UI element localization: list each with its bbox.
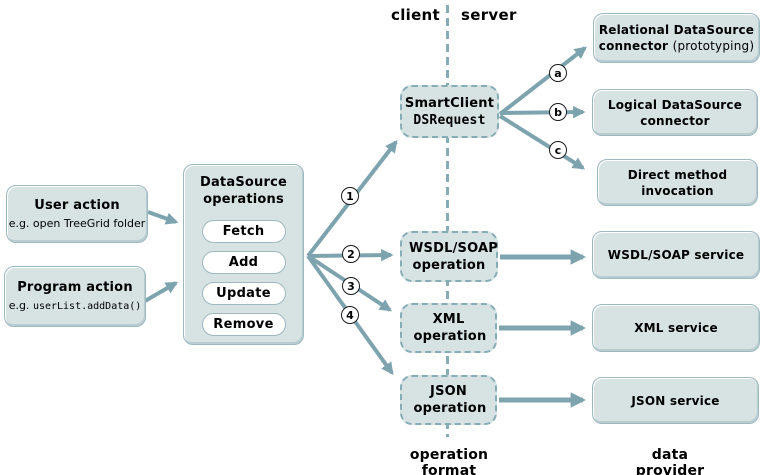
badge-4: 4 xyxy=(341,306,359,324)
server-label: server xyxy=(461,6,517,24)
wsdl-soap-service-label: WSDL/SOAP service xyxy=(607,248,745,262)
json-service-label: JSON service xyxy=(631,393,720,408)
relational-datasource-connector-bold: Relational DataSource connector xyxy=(598,23,755,53)
direct-method-invocation-box: Direct method invocation xyxy=(597,159,758,206)
program-action-example-prefix: e.g. xyxy=(8,299,30,312)
program-action-title: Program action xyxy=(17,280,133,295)
fetch-operation-pill: Fetch xyxy=(201,220,286,243)
smartclient-dsrequest-box: SmartClient DSRequest xyxy=(400,85,499,138)
user-action-example: e.g. open TreeGrid folder xyxy=(8,217,146,230)
client-label: client xyxy=(391,6,440,24)
arrow-b-to-logical-connector xyxy=(499,105,586,119)
logical-datasource-connector-box: Logical DataSource connector xyxy=(592,89,758,136)
badge-c: c xyxy=(549,141,567,159)
badge-3: 3 xyxy=(342,277,360,295)
smartclient-title: SmartClient xyxy=(404,95,495,111)
xml-operation-box: XML operation xyxy=(400,303,497,353)
operation-format-label: operation format xyxy=(409,447,489,475)
wsdl-soap-service-box: WSDL/SOAP service xyxy=(592,231,760,279)
data-provider-label: data provider xyxy=(635,447,705,475)
json-operation-label: JSON operation xyxy=(413,384,487,416)
badge-1: 1 xyxy=(341,187,359,205)
arrow-user-action xyxy=(147,210,179,225)
user-action-title: User action xyxy=(34,198,120,213)
program-action-example-code: userList.addData() xyxy=(32,301,142,312)
xml-service-label: XML service xyxy=(634,321,718,335)
program-action-example: e.g. userList.addData() xyxy=(9,299,142,314)
json-operation-box: JSON operation xyxy=(400,375,497,425)
program-action-box: Program action e.g. userList.addData() xyxy=(4,266,146,327)
badge-b: b xyxy=(549,103,567,121)
arrow-c-to-direct-method xyxy=(498,114,586,170)
badge-a: a xyxy=(549,64,567,82)
direct-method-invocation-label: Direct method invocation xyxy=(627,167,728,198)
datasource-operations-title: DataSource operations xyxy=(199,175,288,207)
update-operation-pill: Update xyxy=(201,282,286,305)
logical-datasource-connector-label: Logical DataSource connector xyxy=(607,97,743,128)
add-operation-pill: Add xyxy=(201,251,286,274)
badge-2: 2 xyxy=(342,245,360,263)
json-service-box: JSON service xyxy=(592,377,759,424)
arrow-program-action xyxy=(143,281,179,303)
datasource-operations-box: DataSource operations Fetch Add Update R… xyxy=(183,164,304,345)
remove-operation-pill: Remove xyxy=(201,313,286,336)
user-action-box: User action e.g. open TreeGrid folder xyxy=(6,185,148,243)
wsdl-soap-operation-label: WSDL/SOAP operation xyxy=(409,240,498,273)
relational-datasource-connector-label: Relational DataSource connector (prototy… xyxy=(598,22,755,54)
wsdl-soap-operation-box: WSDL/SOAP operation xyxy=(400,231,498,282)
xml-operation-label: XML operation xyxy=(413,312,487,344)
dsrequest-code: DSRequest xyxy=(413,112,486,128)
xml-service-box: XML service xyxy=(592,304,760,352)
relational-datasource-connector-box: Relational DataSource connector (prototy… xyxy=(593,13,760,63)
relational-prototyping-note: (prototyping) xyxy=(672,39,755,53)
arrow-a-to-relational-connector xyxy=(498,46,587,116)
